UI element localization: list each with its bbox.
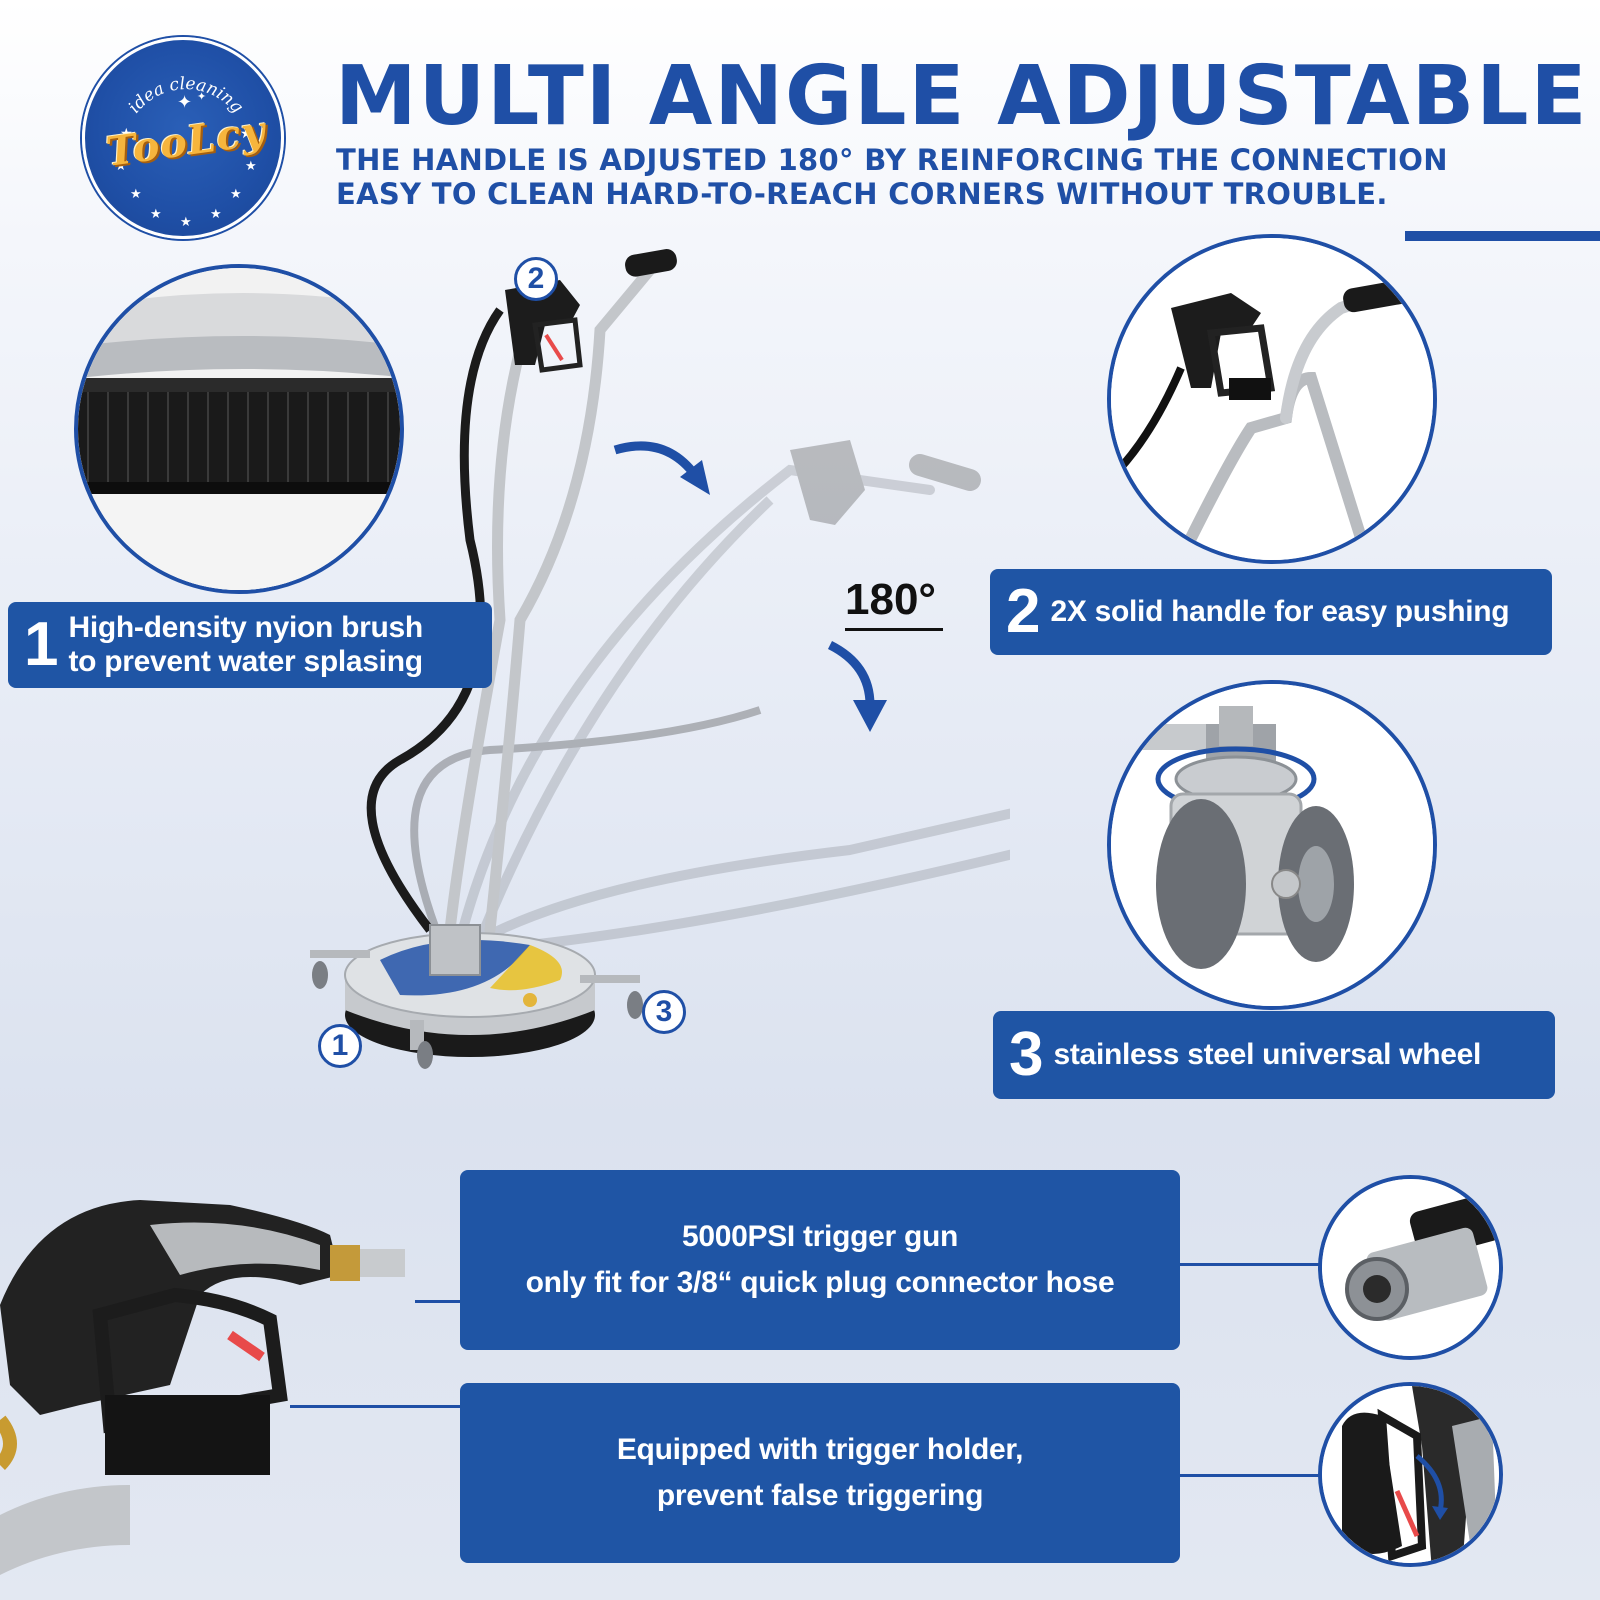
handle-detail-circle xyxy=(1107,234,1437,564)
page-title: MULTI ANGLE ADJUSTABLE xyxy=(335,49,1589,144)
svg-text:★: ★ xyxy=(210,206,222,221)
header-divider xyxy=(1405,231,1600,241)
feature-label-handle: 2 2X solid handle for easy pushing xyxy=(990,569,1552,655)
feature-text: High-density nyion brush to prevent wate… xyxy=(68,611,423,678)
trigger-holder-info-text: Equipped with trigger holder, prevent fa… xyxy=(616,1433,1024,1512)
rotate-arrow-icon-lower xyxy=(827,640,887,732)
svg-text:★: ★ xyxy=(115,158,127,173)
connector-line-plug xyxy=(1180,1263,1320,1266)
feature-number: 1 xyxy=(24,610,59,679)
upright-handle xyxy=(444,344,526,936)
wheel-closeup-image xyxy=(1111,684,1433,1006)
svg-text:✦: ✦ xyxy=(197,91,206,103)
callout-marker-3: 3 xyxy=(642,990,686,1034)
rotate-arrow-icon xyxy=(613,441,710,495)
surface-cleaner-illustration xyxy=(310,249,1010,1069)
trigger-holder-info-box: Equipped with trigger holder, prevent fa… xyxy=(460,1383,1180,1563)
trigger-gun-closeup-image xyxy=(0,1200,405,1575)
subtitle-line-1: THE HANDLE IS ADJUSTED 180° BY REINFORCI… xyxy=(336,143,1448,177)
rotation-angle-underline xyxy=(845,628,943,631)
connector-closeup-image xyxy=(1322,1179,1499,1356)
brush-closeup-image xyxy=(78,268,400,590)
feature-number: 3 xyxy=(1009,1020,1044,1089)
feature-text: 2X solid handle for easy pushing xyxy=(1050,595,1510,628)
feature-text: stainless steel universal wheel xyxy=(1053,1038,1482,1071)
handle-closeup-image xyxy=(1111,238,1433,560)
trigger-gun-info-box: 5000PSI trigger gun only fit for 3/8“ qu… xyxy=(460,1170,1180,1350)
rotation-angle-label: 180° xyxy=(845,575,937,624)
trigger-gun-info-text: 5000PSI trigger gun only fit for 3/8“ qu… xyxy=(525,1220,1115,1299)
feature-number: 2 xyxy=(1006,577,1041,646)
svg-text:★: ★ xyxy=(130,186,142,201)
star-icon-group: ★ ★ ★ ★ ★ ★ ★ ★ ★ ✦ ✦ xyxy=(115,91,257,229)
connector-line-holder xyxy=(290,1405,460,1408)
feature-label-brush: 1 High-density nyion brush to prevent wa… xyxy=(8,602,492,688)
page-subtitle: THE HANDLE IS ADJUSTED 180° BY REINFORCI… xyxy=(336,143,1576,211)
wheel-detail-circle xyxy=(1107,680,1437,1010)
connector-detail-circle xyxy=(1318,1175,1503,1360)
trigger-holder-closeup-image xyxy=(1322,1386,1499,1563)
caster-wheels xyxy=(310,950,643,1069)
svg-text:✦: ✦ xyxy=(177,92,192,112)
trigger-holder-detail-circle xyxy=(1318,1382,1503,1567)
brush-detail-circle xyxy=(74,264,404,594)
svg-text:★: ★ xyxy=(120,125,133,141)
svg-text:★: ★ xyxy=(240,125,253,141)
svg-text:★: ★ xyxy=(245,158,257,173)
subtitle-line-2: EASY TO CLEAN HARD-TO-REACH CORNERS WITH… xyxy=(336,177,1388,211)
feature-label-wheel: 3 stainless steel universal wheel xyxy=(993,1011,1555,1099)
connector-line-gun xyxy=(415,1300,460,1303)
svg-text:★: ★ xyxy=(230,186,242,201)
callout-marker-1: 1 xyxy=(318,1024,362,1068)
svg-text:★: ★ xyxy=(180,214,192,229)
connector-line-holder-right xyxy=(1180,1474,1320,1477)
ghost-handle-positions xyxy=(410,440,1010,955)
callout-marker-2: 2 xyxy=(514,257,558,301)
logo-ring-graphic: idea cleaning ★ ★ ★ ★ ★ ★ ★ ★ ★ ✦ ✦ xyxy=(115,74,257,229)
svg-text:★: ★ xyxy=(150,206,162,221)
brand-logo: idea cleaning ★ ★ ★ ★ ★ ★ ★ ★ ★ ✦ ✦ TooL… xyxy=(82,37,284,239)
arrow-curve-icon xyxy=(1415,1454,1444,1512)
